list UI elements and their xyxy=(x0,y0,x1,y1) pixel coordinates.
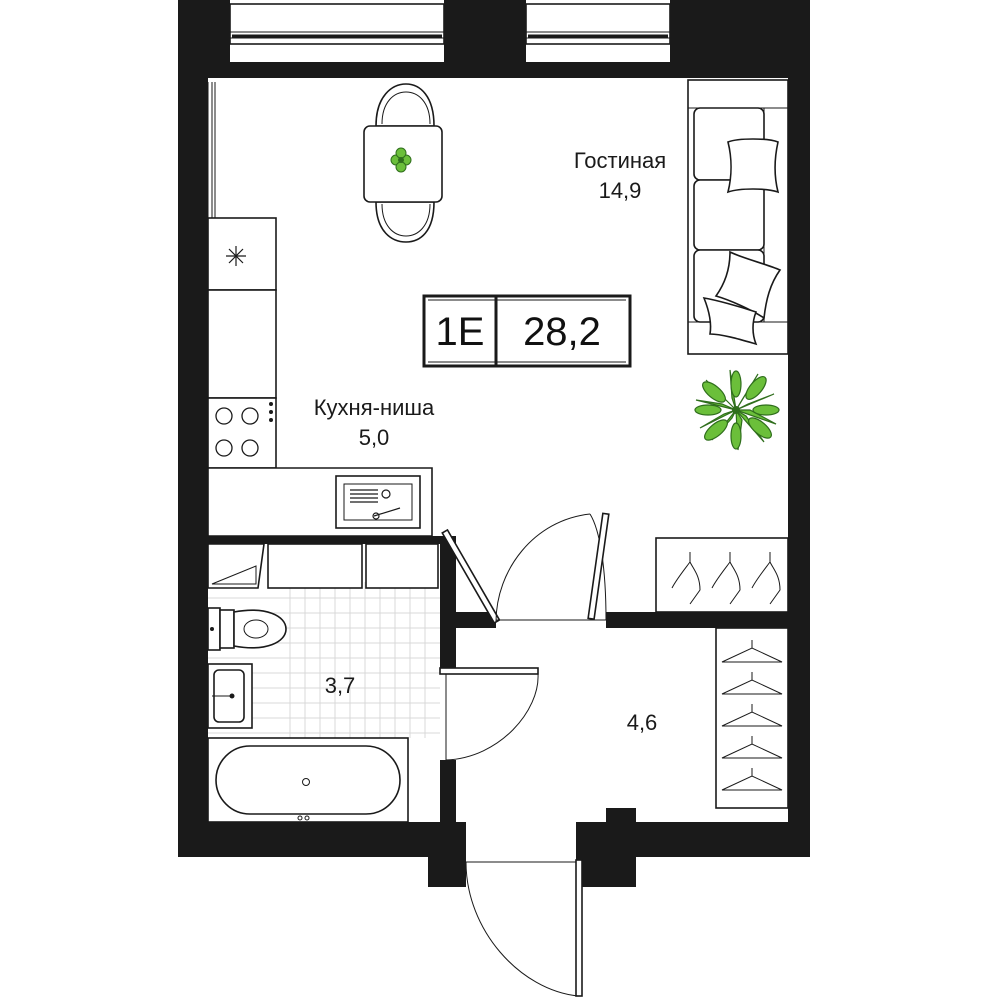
fridge xyxy=(207,217,277,291)
sofa xyxy=(687,79,789,355)
kitchen-fixtures xyxy=(207,82,433,537)
kitchen-name: Кухня-ниша xyxy=(314,395,435,420)
wall-wardrobe xyxy=(606,612,788,628)
wall-bath-right-lower xyxy=(440,760,456,830)
dining-set xyxy=(363,83,443,243)
wall-bottom-right-jamb xyxy=(576,822,636,887)
snowflake-icon xyxy=(226,246,246,266)
door-entrance xyxy=(465,859,583,997)
unit-code: 1E xyxy=(436,310,485,354)
plant-icon xyxy=(694,369,780,451)
wall-left xyxy=(178,62,208,857)
wall-bath-top xyxy=(208,536,456,544)
wall-bottom-right xyxy=(606,822,810,857)
cushion xyxy=(714,250,782,320)
door-bathroom xyxy=(439,667,539,761)
total-area: 28,2 xyxy=(523,310,601,354)
table-plant-icon xyxy=(390,147,412,173)
wall-right-notch xyxy=(606,808,636,832)
wall-mid-stub xyxy=(456,612,496,628)
kitchen-area: 5,0 xyxy=(359,425,390,450)
bathtub xyxy=(207,737,409,823)
walls xyxy=(178,0,810,887)
washbasin xyxy=(207,663,253,729)
bathroom-area: 3,7 xyxy=(325,673,356,698)
wall-bath-right-upper xyxy=(440,536,456,668)
living-room-area: 14,9 xyxy=(599,178,642,203)
unit-badge: 1E 28,2 xyxy=(422,294,632,368)
wall-top-strip xyxy=(178,62,810,78)
toilet xyxy=(207,607,287,651)
living-room-name: Гостиная xyxy=(574,148,666,173)
cushion xyxy=(702,296,758,346)
wall-bottom-left-jamb xyxy=(428,822,466,887)
cushion xyxy=(726,138,780,194)
wall-bottom-left xyxy=(178,822,460,857)
door-living xyxy=(441,512,610,625)
wardrobe-living xyxy=(655,537,789,613)
room-labels: Гостиная 14,9 Кухня-ниша 5,0 3,7 4,6 xyxy=(314,148,666,735)
doors xyxy=(439,512,610,997)
wall-right xyxy=(788,62,810,857)
wardrobe-hallway xyxy=(715,627,789,809)
bathroom-fixtures xyxy=(207,543,440,823)
windows xyxy=(229,3,671,45)
cooktop xyxy=(207,397,277,469)
hallway-area: 4,6 xyxy=(627,710,658,735)
